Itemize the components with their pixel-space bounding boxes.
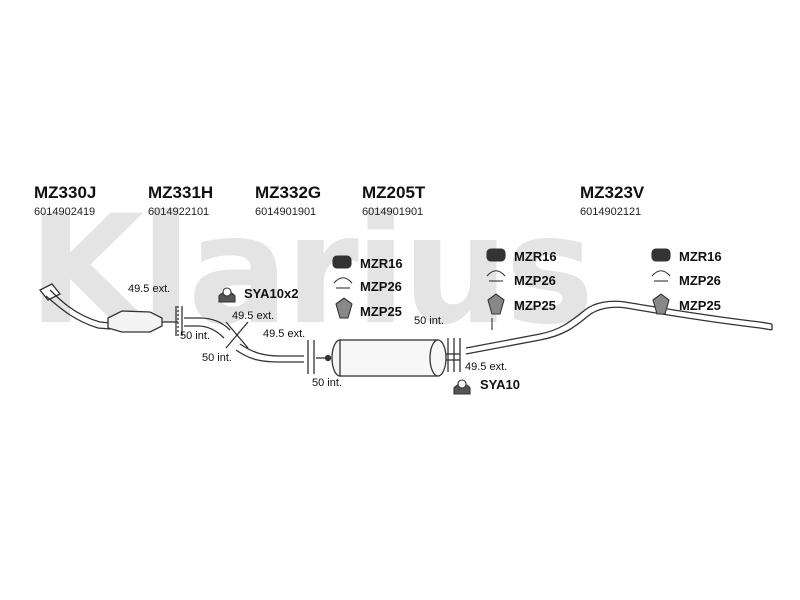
hardware-label: MZP25 <box>360 304 402 319</box>
clamp-joint-4 <box>447 338 461 372</box>
clamp-icon <box>453 379 471 395</box>
pipe-mz332g <box>235 343 304 363</box>
clamp-joint-2 <box>225 321 249 349</box>
part-code-mz205t: MZ205T <box>362 183 426 202</box>
catalyst <box>107 310 178 333</box>
pipe-mz331h <box>184 317 231 339</box>
clamp-icon <box>218 287 236 303</box>
joint-label: 50 int. <box>312 377 342 389</box>
part-number-mz332g: 6014901901 <box>255 206 317 218</box>
hardware-label: MZR16 <box>514 249 557 264</box>
joint-label: 49.5 ext. <box>232 310 275 322</box>
tail-pipe-mz323v <box>465 300 773 355</box>
rubber-mount-icon <box>651 248 671 262</box>
part-code-mz332g: MZ332G <box>255 183 322 202</box>
part-code-mz331h: MZ331H <box>148 183 214 202</box>
hardware-label: MZP26 <box>360 279 402 294</box>
clamp-joint-3 <box>307 340 315 374</box>
bracket-icon <box>486 270 506 282</box>
hanger-icon <box>487 293 505 315</box>
part-number-mz330j: 6014902419 <box>34 206 96 218</box>
middle-silencer-mz205t <box>316 339 460 377</box>
hardware-label: MZP25 <box>679 298 721 313</box>
hanger-icon <box>652 293 670 315</box>
part-number-mz205t: 6014901901 <box>362 206 424 218</box>
hanger-icon <box>335 297 353 319</box>
part-code-mz330j: MZ330J <box>34 183 97 202</box>
hardware-label: MZP26 <box>514 273 556 288</box>
hardware-label: MZR16 <box>679 249 722 264</box>
joint-label: 50 int. <box>180 330 210 342</box>
bracket-icon <box>651 270 671 282</box>
clamp-label-rear: SYA10 <box>480 377 520 392</box>
joint-label: 49.5 ext. <box>263 328 306 340</box>
rubber-mount-icon <box>486 248 506 262</box>
front-pipe-mz330j <box>38 283 111 330</box>
joint-label: 50 int. <box>414 315 444 327</box>
part-number-mz331h: 6014922101 <box>148 206 210 218</box>
joint-label: 50 int. <box>202 352 232 364</box>
clamp-label-front: SYA10x2 <box>244 286 299 301</box>
hardware-label: MZP26 <box>679 273 721 288</box>
joint-label: 49.5 ext. <box>465 361 508 373</box>
part-code-mz323v: MZ323V <box>580 183 645 202</box>
rubber-mount-icon <box>332 255 352 269</box>
hardware-label: MZP25 <box>514 298 556 313</box>
joint-label: 49.5 ext. <box>128 283 171 295</box>
hardware-label: MZR16 <box>360 256 403 271</box>
part-number-mz323v: 6014902121 <box>580 206 642 218</box>
clamp-joint-1 <box>175 306 183 336</box>
bracket-icon <box>333 277 353 289</box>
